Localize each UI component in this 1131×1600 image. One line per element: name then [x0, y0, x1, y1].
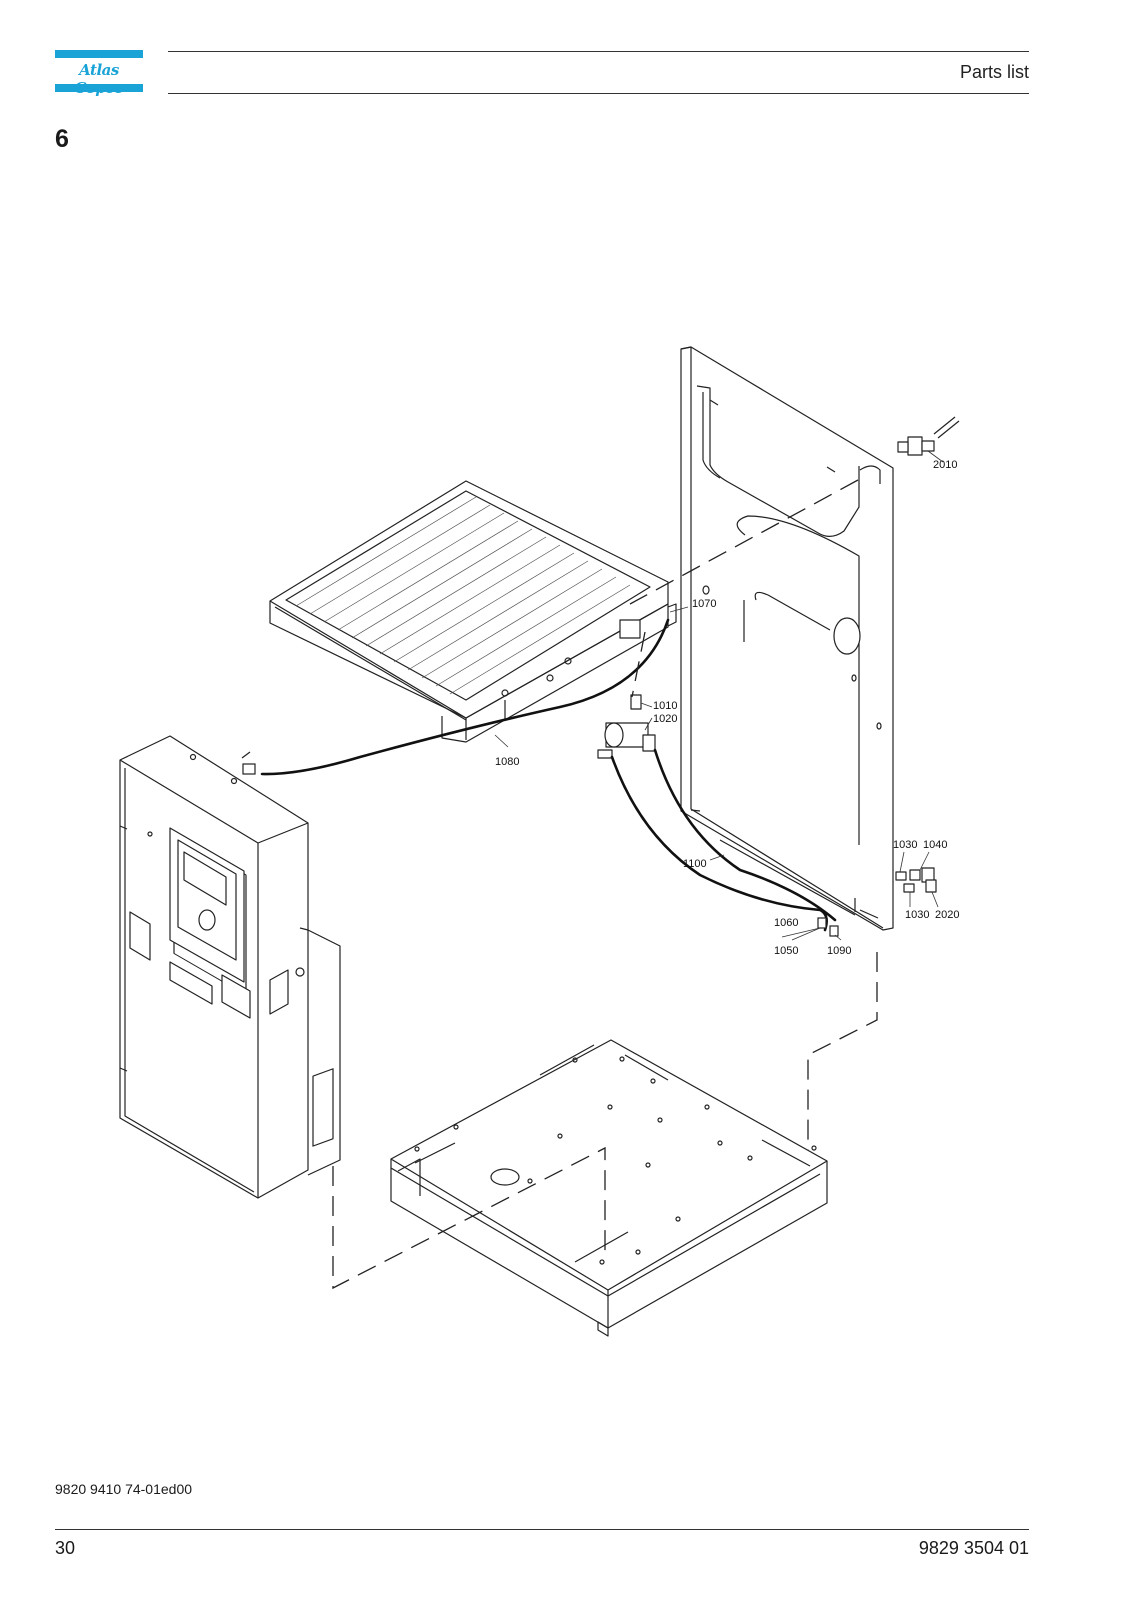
document-code: 9820 9410 74-01ed00 — [55, 1481, 193, 1497]
callout-2020: 2020 — [935, 909, 959, 921]
fittings — [895, 867, 937, 893]
leader-lines — [494, 450, 944, 941]
callout-2010: 2010 — [933, 459, 957, 471]
callout-1100: 1100 — [683, 858, 707, 870]
cooler-fins — [295, 496, 631, 695]
logo-bottom-bar — [55, 84, 143, 92]
water-separator — [597, 694, 656, 759]
logo-top-bar — [55, 50, 143, 58]
callout-1040: 1040 — [923, 839, 947, 851]
footer-rule — [55, 1529, 1029, 1530]
drain-valve — [897, 416, 960, 456]
callout-1070: 1070 — [692, 598, 716, 610]
header-rule-bottom — [168, 93, 1029, 94]
document-number: 9829 3504 01 — [918, 1538, 1029, 1558]
callout-1030-upper: 1030 — [893, 839, 917, 851]
atlas-copco-logo: Atlas Copco — [55, 50, 143, 97]
base-frame — [390, 1039, 828, 1337]
header-title: Parts list — [959, 62, 1029, 82]
page-number: 30 — [55, 1538, 76, 1558]
control-cabinet — [119, 735, 341, 1199]
cooler-block — [269, 480, 677, 743]
callout-1060: 1060 — [774, 917, 798, 929]
assembly-lines — [332, 479, 878, 1290]
side-panel — [680, 346, 894, 931]
callout-1010: 1010 — [653, 700, 677, 712]
callout-1030-lower: 1030 — [905, 909, 929, 921]
hose-ends — [242, 763, 839, 937]
callout-1020: 1020 — [653, 713, 677, 725]
section-number: 6 — [55, 125, 69, 153]
callout-1080: 1080 — [495, 756, 519, 768]
callout-1090: 1090 — [827, 945, 851, 957]
callout-1050: 1050 — [774, 945, 798, 957]
header-rule-top — [168, 51, 1029, 52]
hoses — [260, 618, 837, 932]
